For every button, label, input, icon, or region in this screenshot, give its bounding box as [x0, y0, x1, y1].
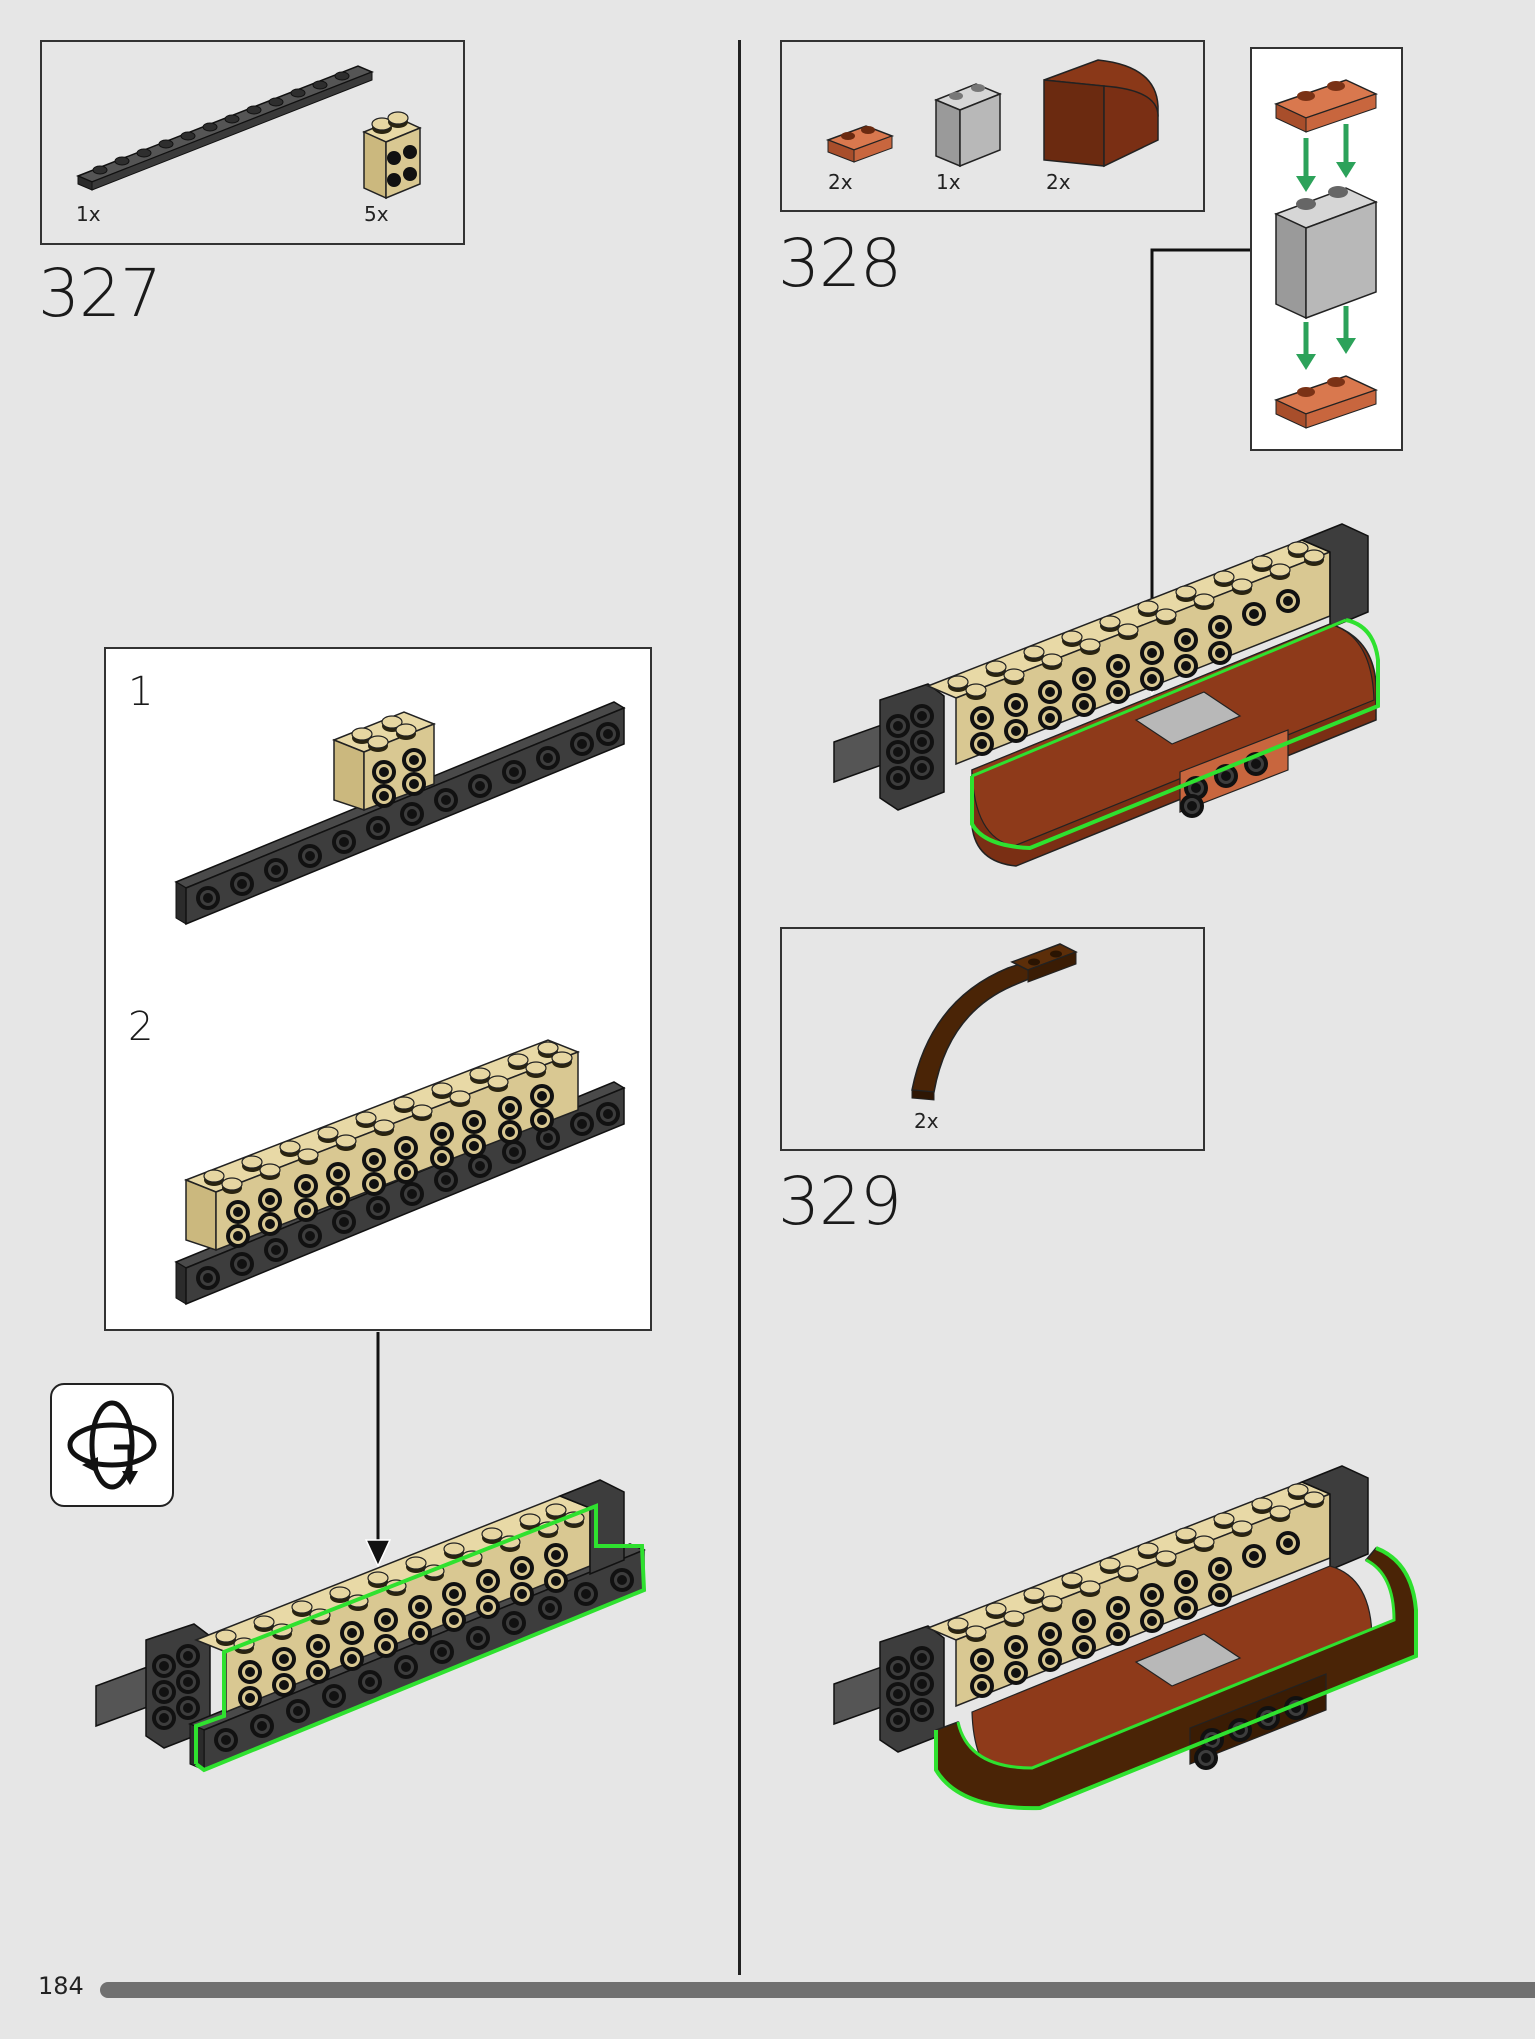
substep-1-model [174, 701, 626, 926]
part-gray-brick [934, 83, 1002, 168]
step-329-model [833, 1465, 1418, 1811]
step-327-parts-callout: 1x 5x [40, 40, 465, 245]
exploded-view [1273, 79, 1379, 429]
callout-leader-line [1150, 248, 1250, 676]
part-dark-brown-arch [911, 943, 1078, 1101]
part-qty: 1x [76, 202, 101, 226]
step-329-parts-callout: 2x [780, 927, 1205, 1151]
rotate-model-icon [50, 1383, 174, 1507]
part-orange-plate [825, 125, 895, 163]
step-328-parts-callout: 2x 1x 2x [780, 40, 1205, 212]
page-number: 184 [38, 1972, 84, 2000]
substep-number: 2 [128, 1004, 154, 1050]
part-qty: 2x [1046, 170, 1071, 194]
step-number: 328 [778, 225, 902, 302]
substep-number: 1 [128, 669, 154, 715]
step-328-model [833, 523, 1380, 867]
part-qty: 5x [364, 202, 389, 226]
part-tan-brick [362, 111, 422, 200]
progress-bar [100, 1982, 1535, 1998]
column-divider [738, 40, 741, 1975]
part-qty: 2x [828, 170, 853, 194]
step-327-model [95, 1479, 647, 1773]
step-number: 327 [38, 255, 162, 332]
part-qty: 1x [936, 170, 961, 194]
part-qty: 2x [914, 1109, 939, 1133]
part-brown-slope [1043, 59, 1159, 168]
part-dark-plate [76, 65, 374, 191]
substep-2-model [174, 1039, 626, 1306]
step-number: 329 [778, 1163, 902, 1240]
